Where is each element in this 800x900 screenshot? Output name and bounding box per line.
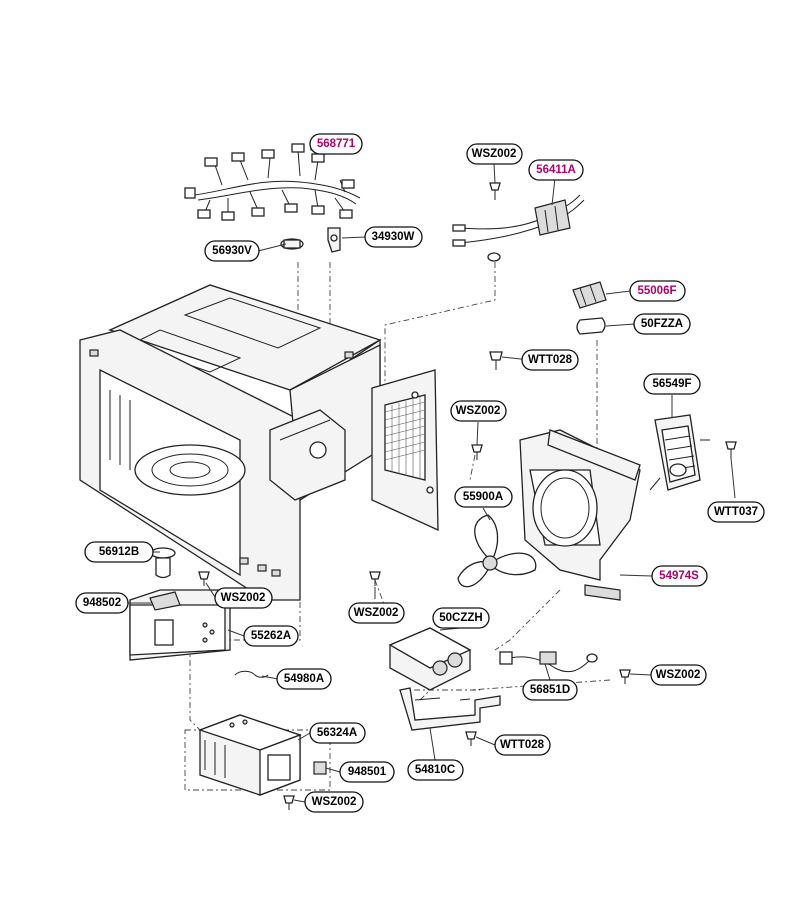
part-label-56930V: 56930V <box>204 240 260 262</box>
diode-part <box>499 651 598 673</box>
part-label-WTT028-bottom: WTT028 <box>494 734 551 756</box>
part-label-WTT037: WTT037 <box>707 501 765 523</box>
part-label-55006F: 55006F <box>629 280 686 302</box>
side-panel-with-grille <box>371 369 439 532</box>
part-number-label: 56930V <box>212 245 252 257</box>
part-number-label: 34930W <box>372 231 415 243</box>
fan-blade-part <box>457 514 537 588</box>
screw-icon <box>198 571 210 586</box>
part-number-label: 50FZZA <box>641 318 683 330</box>
switch-bracket-part <box>327 227 341 253</box>
power-cord-part <box>452 194 585 262</box>
part-label-WSZ002-left: WSZ002 <box>214 587 273 609</box>
part-number-label: WSZ002 <box>221 592 266 604</box>
part-number-label: 948502 <box>83 597 121 609</box>
part-label-54974S: 54974S <box>651 565 708 587</box>
part-number-label: WSZ002 <box>312 796 357 808</box>
part-number-label: 56851D <box>530 684 570 696</box>
part-number-label: 55006F <box>637 285 676 297</box>
part-label-50CZZH: 50CZZH <box>432 607 490 629</box>
screw-icon <box>725 441 737 458</box>
part-label-948501: 948501 <box>339 761 395 783</box>
fan-motor-part <box>649 414 710 491</box>
capacitor-part <box>388 627 472 691</box>
part-label-WSZ002-center: WSZ002 <box>348 602 405 624</box>
part-label-56851D: 56851D <box>522 679 578 701</box>
part-number-label: 56912B <box>99 546 139 558</box>
part-label-56324A: 56324A <box>309 722 366 744</box>
lamp-part <box>150 547 176 579</box>
fuse-part <box>576 317 606 335</box>
part-number-label: 568771 <box>317 138 356 150</box>
part-number-label: 54980A <box>284 673 324 685</box>
part-label-50FZZA: 50FZZA <box>633 313 691 335</box>
part-number-label: WSZ002 <box>656 669 701 681</box>
screw-icon <box>619 669 631 684</box>
holder-part <box>149 591 181 611</box>
screw-icon <box>283 795 295 810</box>
screw-icon <box>489 182 501 200</box>
part-number-label: 948501 <box>348 766 387 778</box>
part-label-56411A: 56411A <box>528 159 584 181</box>
part-label-54980A: 54980A <box>276 668 332 690</box>
part-label-WSZ002-right: WSZ002 <box>650 664 707 686</box>
wire-harness <box>184 143 361 221</box>
screw-icon <box>465 731 477 746</box>
part-number-label: WTT037 <box>714 506 758 518</box>
part-label-56549F: 56549F <box>643 373 701 395</box>
screw-icon <box>471 444 483 460</box>
fuse-holder-part <box>572 281 607 309</box>
part-number-label: WTT028 <box>500 739 545 751</box>
capacitor-bracket-part <box>399 687 501 731</box>
thermostat-part <box>280 238 304 250</box>
part-number-label: 55900A <box>463 491 503 503</box>
part-number-label: 54810C <box>415 764 455 776</box>
part-label-55900A: 55900A <box>454 486 513 508</box>
part-label-WSZ002-top: WSZ002 <box>466 143 523 165</box>
part-number-label: 56411A <box>536 164 576 176</box>
part-label-948502: 948502 <box>75 592 129 614</box>
part-number-label: 54974S <box>659 570 699 582</box>
part-label-56912B: 56912B <box>84 541 154 563</box>
part-number-label: 50CZZH <box>439 612 482 624</box>
magnetron-part <box>198 714 302 796</box>
gasket-part <box>313 761 327 775</box>
screw-icon <box>369 571 381 586</box>
part-label-34930W: 34930W <box>364 226 423 248</box>
part-number-label: WSZ002 <box>456 405 501 417</box>
part-label-WTT028-top: WTT028 <box>521 349 579 371</box>
part-number-label: WSZ002 <box>354 607 399 619</box>
part-label-55262A: 55262A <box>243 625 299 647</box>
part-label-WSZ002-bottom: WSZ002 <box>304 791 364 813</box>
part-label-568771: 568771 <box>309 133 363 155</box>
air-guide-bracket <box>519 429 641 601</box>
part-label-WSZ002-mid: WSZ002 <box>450 400 507 422</box>
part-number-label: WTT028 <box>528 354 573 366</box>
screw-icon <box>489 351 503 370</box>
part-number-label: 56549F <box>652 378 691 390</box>
part-number-label: 56324A <box>317 727 357 739</box>
part-number-label: 55262A <box>251 630 291 642</box>
part-label-54810C: 54810C <box>407 759 464 781</box>
part-number-label: WSZ002 <box>472 148 517 160</box>
